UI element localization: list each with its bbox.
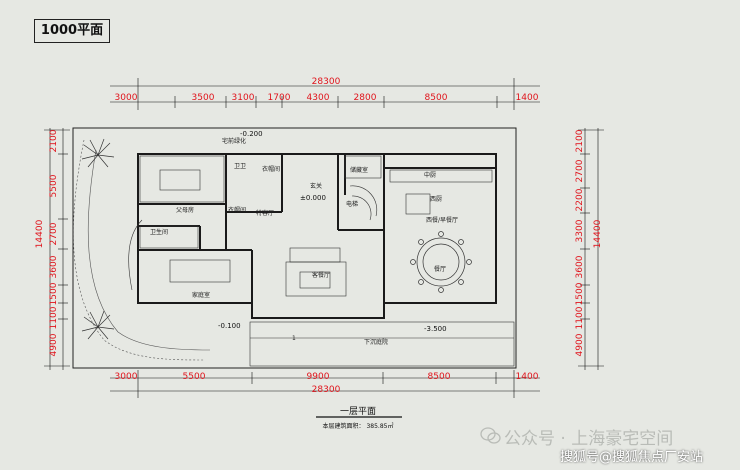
label-west-kitchen: 西厨: [430, 196, 442, 203]
plan-title: 1000平面: [34, 19, 110, 43]
round-dining-table: [410, 231, 472, 293]
left-total-dim: 14400: [35, 219, 45, 248]
label-toilet: 卫卫: [234, 163, 246, 170]
label-kitchen: 中厨: [424, 171, 436, 179]
palm-tree-top: [81, 138, 115, 168]
watermark-public-account: 公众号 · 上海豪宅空间: [478, 424, 673, 449]
left-dim-2: 5500: [49, 174, 59, 197]
right-dim-1: 2100: [575, 129, 585, 152]
level-sunken-court: -3.500: [424, 325, 447, 333]
top-dim-3: 3100: [232, 93, 255, 103]
caption-area: 本层建筑面积： 385.85㎡: [323, 422, 394, 430]
label-storage: 衣帽间: [228, 206, 246, 214]
right-dim-5: 3600: [575, 255, 585, 278]
right-dimension-lines: [578, 128, 604, 370]
label-front-yard-green: 宅前绿化: [222, 137, 246, 145]
left-dim-1: 2100: [49, 129, 59, 152]
label-sunken-court: 下沉庭院: [364, 338, 388, 346]
label-family-room: 家庭室: [192, 291, 210, 299]
label-stair-lift: 电梯: [346, 200, 358, 208]
label-parents-bath: 卫生间: [150, 228, 168, 236]
bottom-dim-2: 5500: [183, 372, 206, 382]
left-dim-7: 4900: [49, 333, 59, 356]
top-dim-8: 1400: [516, 93, 539, 103]
top-dim-5: 4300: [307, 93, 330, 103]
label-closet: 衣帽间: [262, 165, 280, 173]
watermark-sohu: 搜狐号@搜狐焦点厂安站: [560, 450, 704, 465]
wechat-icon: [480, 427, 501, 444]
top-dimension-lines: [110, 78, 540, 110]
label-parents-room: 父母房: [176, 206, 194, 214]
bottom-dim-4: 8500: [428, 372, 451, 382]
label-guest-room: 特客厅: [256, 209, 274, 217]
palm-tree-bottom: [81, 310, 115, 340]
label-living: 客餐厅: [312, 271, 330, 279]
top-dim-1: 3000: [115, 93, 138, 103]
site-boundary: [72, 127, 517, 369]
left-dim-6: 1100: [49, 306, 59, 329]
left-dim-5: 1500: [49, 282, 59, 305]
label-western-dining: 西餐/早餐厅: [426, 216, 458, 224]
right-dim-6: 1500: [575, 282, 585, 305]
garden-path-inner: [87, 149, 211, 351]
label-dining: 餐厅: [434, 265, 446, 273]
label-small-marker: 1: [292, 335, 296, 342]
level-terrace-left: -0.100: [218, 322, 241, 330]
top-dim-2: 3500: [192, 93, 215, 103]
bottom-dim-3: 9900: [307, 372, 330, 382]
left-dim-3: 2700: [49, 222, 59, 245]
top-dim-7: 8500: [425, 93, 448, 103]
left-dim-4: 3600: [49, 255, 59, 278]
bottom-dim-1: 3000: [115, 372, 138, 382]
level-entry: -0.200: [240, 130, 263, 138]
top-total-dim: 28300: [312, 77, 341, 87]
label-wine-storage: 储藏室: [350, 166, 368, 174]
garden-path: [73, 139, 206, 361]
top-dim-6: 2800: [354, 93, 377, 103]
right-dim-3: 2200: [575, 188, 585, 211]
secondary-lines: [128, 155, 515, 367]
label-foyer: 玄关: [310, 182, 322, 190]
top-dim-4: 1700: [268, 93, 291, 103]
watermark-public-text: 公众号 · 上海豪宅空间: [504, 429, 674, 449]
caption-title: 一层平面: [340, 406, 376, 417]
bottom-dimension-lines: [110, 370, 540, 398]
right-dim-7: 1100: [575, 306, 585, 329]
right-dim-2: 2700: [575, 159, 585, 182]
right-total-dim: 14400: [593, 219, 603, 248]
bottom-total-dim: 28300: [312, 385, 341, 395]
left-dimension-lines: [44, 128, 70, 370]
right-dim-8: 4900: [575, 333, 585, 356]
building-walls: [137, 153, 497, 319]
bottom-dim-5: 1400: [516, 372, 539, 382]
right-dim-4: 3300: [575, 219, 585, 242]
level-foyer: ±0.000: [300, 194, 326, 202]
